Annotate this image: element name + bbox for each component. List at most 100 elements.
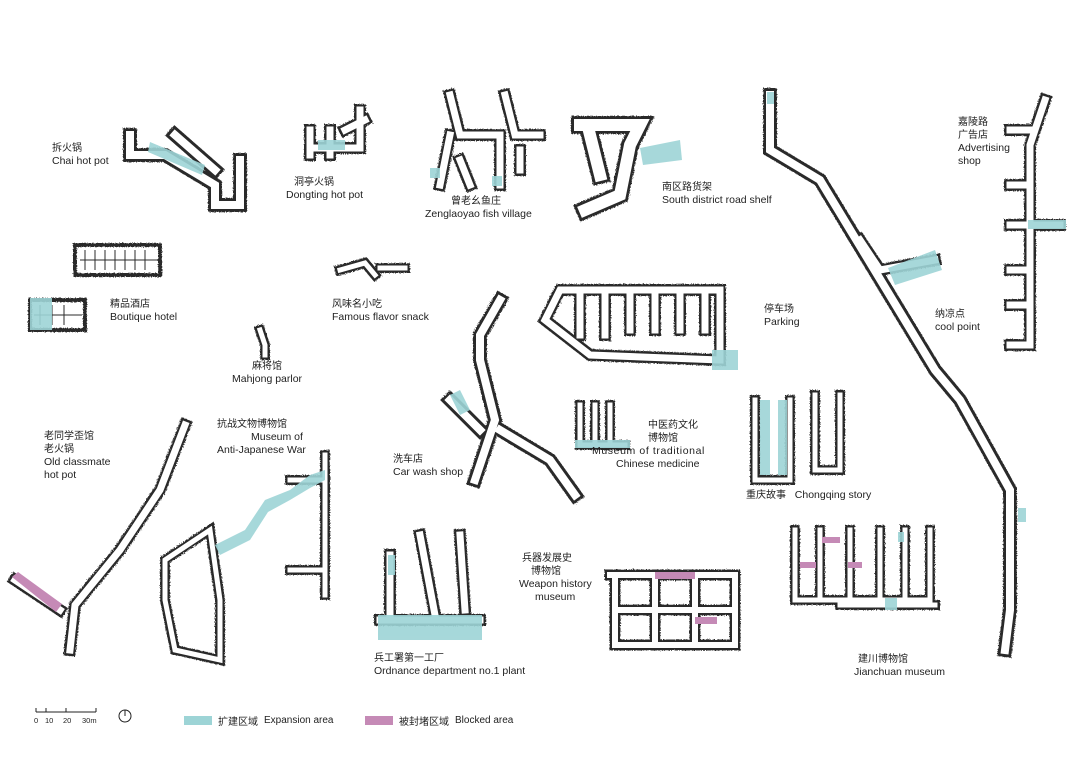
label-en: Museum of traditional (592, 445, 705, 457)
blocked-old-classmate (12, 572, 62, 612)
label-parking: 停车场 Parking (764, 303, 800, 329)
label-en: Chinese medicine (616, 458, 700, 470)
scale-tick-0: 0 (34, 716, 39, 725)
label-en: South district road shelf (662, 194, 772, 206)
label-en: Anti-Japanese War (217, 444, 306, 456)
expansion-chai (148, 142, 205, 175)
label-en: Old classmate (44, 456, 111, 468)
label-inline: 重庆故事 Chongqing story (746, 489, 871, 501)
expansion-zenglaoyao-1 (430, 168, 440, 178)
label-en: Zenglaoyao fish village (425, 208, 532, 220)
label-zh: 曾老幺鱼庄 (451, 196, 501, 207)
expansion-jianchuan-2 (898, 532, 904, 542)
label-en: Chongqing story (794, 489, 872, 501)
expansion-ordnance (378, 615, 482, 640)
blocked-weapon-2 (695, 617, 717, 624)
label-jianchuan: 建川博物馆 Jianchuan museum (854, 653, 945, 679)
label-chai-hot-pot: 拆火锅 Chai hot pot (52, 142, 109, 168)
scale-tick-30m: 30m (82, 716, 97, 725)
legend-blocked: 被封堵区域 Blocked area (365, 713, 513, 728)
legend-en: Blocked area (455, 715, 514, 726)
expansion-areas (30, 92, 1066, 640)
label-zenglaoyao: 曾老幺鱼庄 Zenglaoyao fish village (425, 195, 532, 221)
label-boutique-hotel: 精品酒店 Boutique hotel (110, 298, 177, 324)
legend-swatch-expansion (184, 716, 212, 725)
label-zh: 南区路货架 (662, 182, 712, 193)
legend-expansion: 扩建区域 Expansion area (184, 713, 334, 728)
label-en: Dongting hot pot (286, 189, 364, 201)
label-chinese-medicine: 中医药文化 博物馆 Museum of traditional Chinese … (592, 419, 705, 471)
label-en: cool point (935, 321, 980, 333)
label-zh: 纳凉点 (935, 309, 965, 320)
label-en: Museum of (251, 431, 303, 443)
expansion-south (640, 140, 682, 165)
label-zh: 洗车店 (393, 454, 423, 465)
label-famous-flavor: 风味名小吃 Famous flavor snack (332, 298, 429, 324)
label-en: hot pot (44, 469, 77, 481)
expansion-diagonal-bottom (1018, 508, 1026, 522)
expansion-boutique (30, 298, 52, 330)
label-zh: 老同学歪馆 (44, 431, 94, 442)
expansion-jianchuan (885, 598, 897, 610)
label-en: Mahjong parlor (232, 373, 303, 385)
label-old-classmate: 老同学歪馆 老火锅 Old classmate hot pot (44, 430, 111, 482)
label-zh: 麻将馆 (252, 361, 282, 372)
blocked-jianchuan-2 (800, 562, 816, 568)
label-en: Ordnance department no.1 plant (374, 665, 526, 677)
north-arrow-icon (118, 709, 132, 723)
label-zh: 博物馆 (648, 433, 678, 444)
label-zh: 洞亭火锅 (294, 177, 334, 188)
label-zh: 嘉陵路 (958, 117, 988, 128)
label-zh: 建川博物馆 (858, 654, 908, 665)
label-mahjong: 麻将馆 Mahjong parlor (232, 360, 302, 386)
label-zh: 重庆故事 (746, 490, 786, 501)
expansion-anti-japanese (215, 470, 325, 555)
label-cool-point: 纳凉点 cool point (935, 308, 980, 334)
expansion-car-wash (450, 390, 470, 415)
scale-tick-20: 20 (63, 716, 72, 725)
expansion-advertising (1028, 220, 1066, 229)
label-zh: 老火锅 (44, 444, 74, 455)
blocked-jianchuan-3 (848, 562, 862, 568)
blocked-areas (12, 537, 862, 624)
label-zh: 拆火锅 (52, 143, 82, 154)
label-zh: 抗战文物博物馆 (217, 419, 287, 430)
expansion-ordnance-top (388, 555, 395, 575)
label-en: Parking (764, 316, 800, 328)
legend-swatch-blocked (365, 716, 393, 725)
legend-zh: 扩建区域 (218, 717, 258, 728)
label-zh: 中医药文化 (648, 420, 698, 431)
label-zh: 广告店 (958, 130, 988, 141)
label-car-wash: 洗车店 Car wash shop (393, 453, 463, 479)
expansion-cool (888, 250, 942, 285)
expansion-zenglaoyao-2 (492, 176, 502, 186)
label-zh: 博物馆 (531, 566, 561, 577)
label-zh: 停车场 (764, 304, 794, 315)
blocked-jianchuan-1 (822, 537, 840, 543)
label-zh: 兵工署第一工厂 (374, 653, 444, 664)
label-en: Advertising (958, 142, 1010, 154)
label-advertising-shop: 嘉陵路 广告店 Advertising shop (958, 116, 1010, 168)
label-ordnance: 兵工署第一工厂 Ordnance department no.1 plant (374, 652, 525, 678)
label-en: Chai hot pot (52, 155, 109, 167)
expansion-dongting (318, 140, 345, 150)
label-en: Car wash shop (393, 466, 464, 478)
label-chongqing-story: 重庆故事 Chongqing story (746, 489, 871, 502)
legend-zh: 被封堵区域 (399, 717, 449, 728)
label-en: Boutique hotel (110, 311, 178, 323)
expansion-parking (712, 350, 738, 370)
label-en: shop (958, 155, 981, 167)
scale-bar (35, 708, 97, 713)
blocked-weapon-1 (655, 572, 695, 579)
label-en: Jianchuan museum (854, 666, 946, 678)
expansion-chongqing (760, 400, 787, 475)
label-dongting: 洞亭火锅 Dongting hot pot (286, 176, 363, 202)
label-anti-japanese: 抗战文物博物馆 Museum of Anti-Japanese War (217, 418, 306, 457)
label-en: Weapon history (519, 578, 592, 590)
label-zh: 兵器发展史 (522, 553, 572, 564)
label-south-district: 南区路货架 South district road shelf (662, 181, 772, 207)
label-zh: 风味名小吃 (332, 299, 382, 310)
label-weapon-history: 兵器发展史 博物馆 Weapon history museum (519, 552, 592, 604)
expansion-medicine (575, 440, 630, 448)
